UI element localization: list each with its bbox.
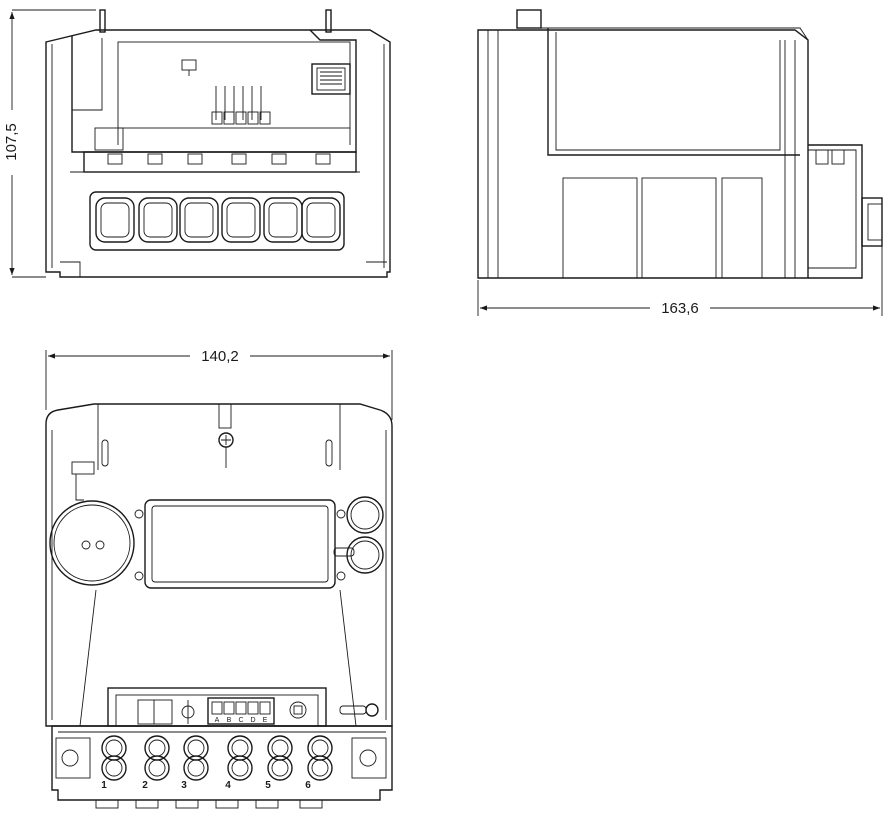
- depth-dimension: 163,6: [477, 246, 883, 317]
- connector-letter-e: E: [263, 717, 268, 724]
- connector-letter-c: C: [238, 717, 243, 724]
- terminal-5-label: 5: [265, 780, 271, 791]
- top-view: [45, 9, 391, 278]
- width-dimension: 140,2: [45, 348, 393, 420]
- terminal-3-label: 3: [181, 780, 187, 791]
- depth-dimension-label: 163,6: [661, 300, 699, 317]
- front-view: A B C D E 1 2 3: [45, 403, 393, 809]
- terminal-1-label: 1: [101, 780, 107, 791]
- terminal-4-label: 4: [225, 780, 231, 791]
- terminal-2-label: 2: [142, 780, 148, 791]
- side-view: [477, 9, 883, 279]
- connector-letter-a: A: [215, 717, 220, 724]
- connector-letter-b: B: [227, 717, 232, 724]
- height-dimension-label: 107,5: [3, 123, 20, 161]
- height-dimension: 107,5: [3, 9, 96, 278]
- terminal-6-label: 6: [305, 780, 311, 791]
- width-dimension-label: 140,2: [201, 348, 239, 365]
- connector-letter-d: D: [250, 717, 255, 724]
